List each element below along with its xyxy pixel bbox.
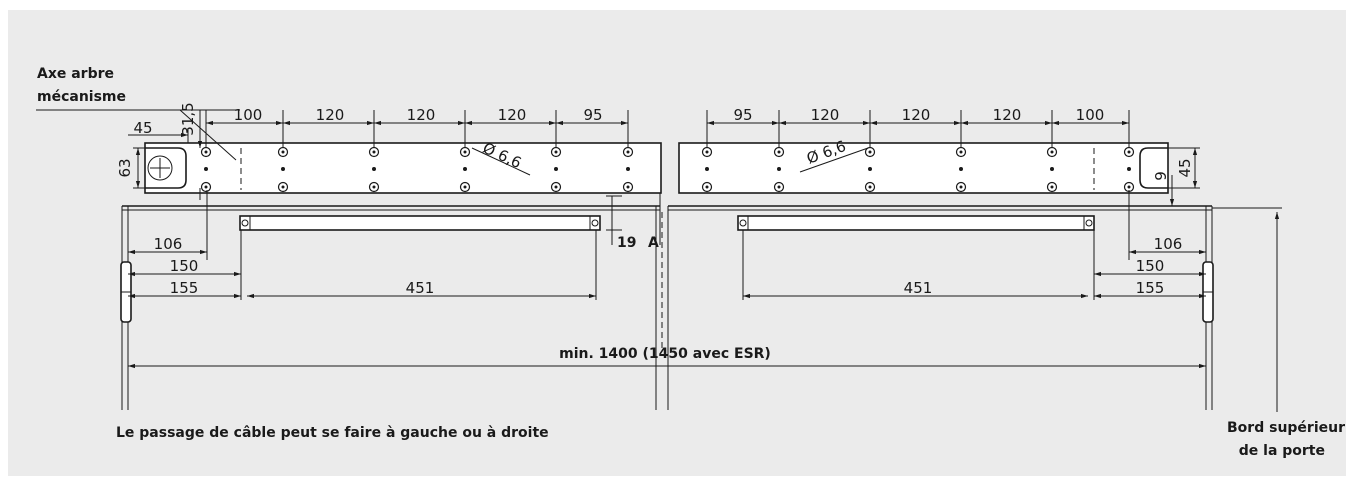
left-dim-106: 106 [154, 235, 183, 253]
left-slide-rail [239, 215, 601, 231]
axis-label-line1: Axe arbre [37, 66, 114, 82]
left-hole-leader [471, 147, 531, 176]
dim-19-label: 19 [617, 235, 636, 251]
right-slide-rail [737, 215, 1095, 231]
right-rail-body [737, 215, 1095, 231]
right-plate-holes [701, 146, 1135, 193]
right-plate-body [678, 142, 1169, 194]
right-mounting-plate [678, 142, 1169, 194]
left-rail-body [239, 215, 601, 231]
left-dim-150: 150 [170, 257, 199, 275]
right-side-dims [1168, 147, 1200, 206]
left-dim-spacing-5: 95 [583, 106, 602, 124]
right-dim-45: 45 [1176, 158, 1194, 177]
left-door-profile [120, 205, 660, 410]
right-dim-spacing-5: 100 [1076, 106, 1105, 124]
left-plate-slot [145, 147, 187, 189]
left-axis-dims [36, 109, 240, 200]
left-dim-spacing-4: 120 [498, 106, 527, 124]
left-dim-451: 451 [406, 279, 435, 297]
left-bottom-dims [128, 190, 597, 300]
right-door-profile [668, 205, 1282, 410]
right-dim-spacing-1: 95 [733, 106, 752, 124]
dim-A-label: A [648, 235, 659, 251]
min-width-label: min. 1400 (1450 avec ESR) [559, 346, 771, 362]
right-dim-spacing-2: 120 [811, 106, 840, 124]
right-plate-slot [1139, 147, 1168, 189]
mechanism-axis-circle [147, 155, 173, 181]
left-dim-155: 155 [170, 279, 199, 297]
left-dim-63: 63 [116, 158, 134, 177]
door-edge-label-line1: Bord supérieur [1227, 420, 1345, 436]
left-dim-spacing-3: 120 [407, 106, 436, 124]
right-dim-spacing-3: 120 [902, 106, 931, 124]
left-plate-holes [200, 146, 634, 193]
axis-label-line2: mécanisme [37, 89, 126, 105]
centre-mullion [655, 206, 669, 410]
left-spacing-dims [205, 110, 629, 148]
right-hole-leader [799, 147, 869, 173]
left-dim-spacing-2: 120 [316, 106, 345, 124]
right-dim-150: 150 [1136, 257, 1165, 275]
right-dim-155: 155 [1136, 279, 1165, 297]
drawing-panel [8, 10, 1346, 476]
right-dim-106: 106 [1154, 235, 1183, 253]
right-dim-9: 9 [1152, 171, 1170, 181]
right-dim-451: 451 [904, 279, 933, 297]
left-dim-spacing-1: 100 [234, 106, 263, 124]
left-mounting-plate [144, 142, 662, 194]
right-bottom-dims [742, 190, 1206, 300]
door-edge-label-line2: de la porte [1239, 443, 1325, 459]
right-spacing-dims [706, 110, 1130, 148]
left-dim-31-5: 31,5 [179, 102, 197, 135]
right-dim-spacing-4: 120 [993, 106, 1022, 124]
left-plate-body [144, 142, 662, 194]
cable-note: Le passage de câble peut se faire à gauc… [116, 425, 549, 441]
left-dim-45: 45 [133, 119, 152, 137]
